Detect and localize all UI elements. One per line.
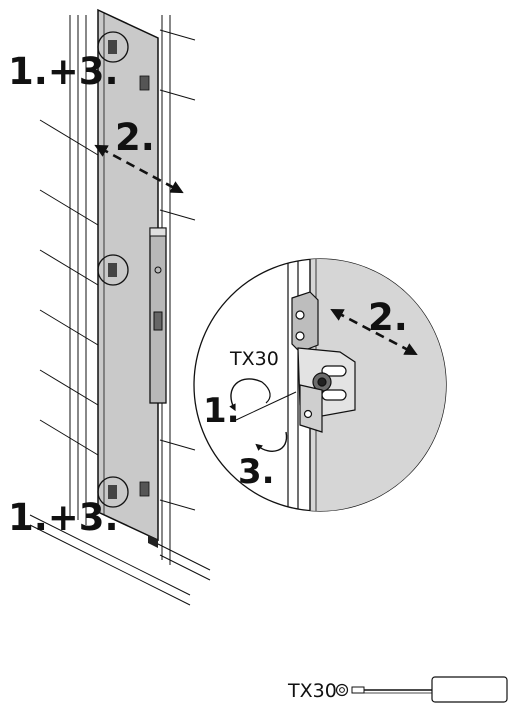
cabinet-frame-lines — [29, 15, 211, 606]
hinge-marker-middle — [97, 254, 129, 286]
door-handle — [149, 227, 167, 404]
tool-legend: TX30 — [287, 676, 508, 703]
detail-step-label-pull: 2. — [368, 296, 408, 339]
detail-step-label-tighten: 3. — [238, 452, 275, 492]
rotate-arrow-loosen — [229, 378, 297, 421]
torx-screwdriver-icon — [335, 676, 508, 703]
detail-view — [193, 258, 447, 512]
hinge-plates — [139, 75, 150, 497]
step-label-hinge-top: 1.+3. — [8, 50, 119, 93]
hinge-marker-top — [97, 31, 129, 63]
detail-hinge-bracket — [291, 291, 356, 433]
detail-tool-size-label: TX30 — [229, 348, 279, 370]
step-label-hinge-bottom: 1.+3. — [8, 496, 119, 539]
detail-step-label-loosen: 1. — [203, 391, 240, 431]
hinge-marker-bottom — [97, 476, 129, 508]
step-label-pull-main: 2. — [115, 116, 155, 159]
rotate-arrow-tighten — [255, 431, 288, 452]
door-panel — [97, 8, 159, 548]
tool-legend-label: TX30 — [287, 680, 337, 702]
